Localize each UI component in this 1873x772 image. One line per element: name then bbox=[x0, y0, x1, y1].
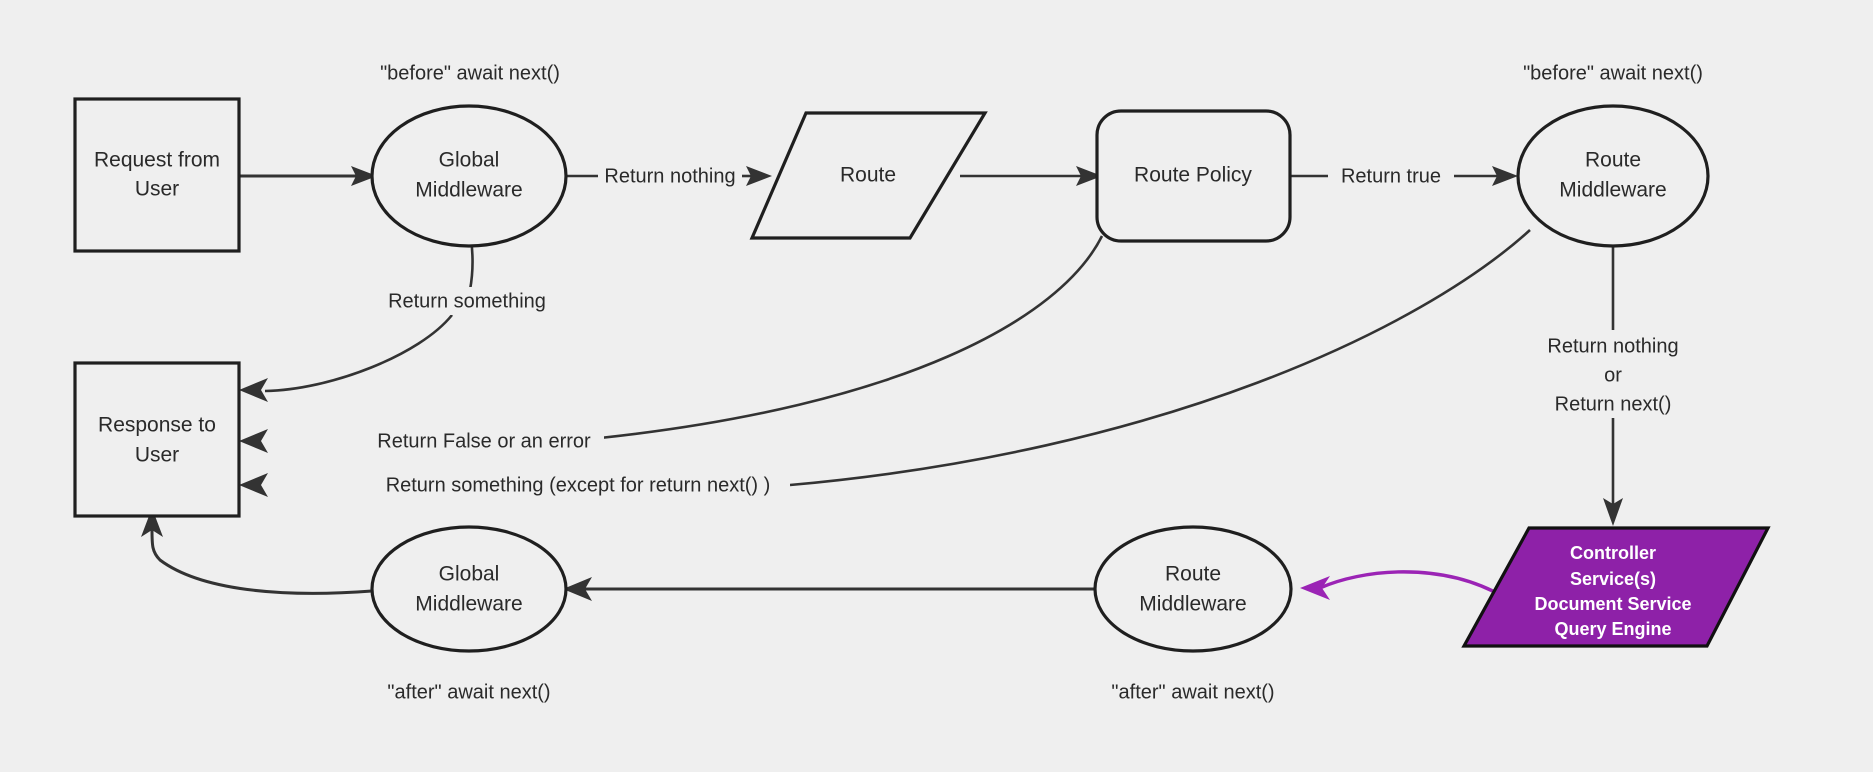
node-route-middleware-top-line1: Route bbox=[1585, 149, 1641, 172]
edge-request-to-global-middleware bbox=[239, 166, 377, 186]
edge-route-to-route-policy bbox=[960, 166, 1102, 186]
node-route-middleware-bottom-line2: Middleware bbox=[1139, 593, 1246, 616]
edge-label-return-nothing: Return nothing bbox=[598, 162, 742, 190]
node-global-middleware-bottom-line1: Global bbox=[439, 563, 500, 586]
edge-controller-to-route-middleware-bottom bbox=[1300, 570, 1505, 600]
node-controller-line2: Service(s) bbox=[1570, 569, 1656, 589]
node-route-middleware-top[interactable]: Route Middleware bbox=[1516, 104, 1710, 248]
edge-route-middleware-to-controller bbox=[1603, 233, 1623, 526]
node-controller-line1: Controller bbox=[1570, 543, 1656, 563]
svg-text:Return something (except for r: Return something (except for return next… bbox=[386, 474, 771, 496]
edge-label-return-something-except: Return something (except for return next… bbox=[366, 471, 790, 499]
annotation-after-await-next-global: "after" await next() bbox=[387, 681, 550, 703]
edge-label-return-something: Return something bbox=[365, 287, 570, 315]
annotation-before-await-next-route: "before" await next() bbox=[1523, 62, 1703, 84]
svg-text:Return something: Return something bbox=[388, 290, 546, 312]
node-controller-line3: Document Service bbox=[1534, 594, 1691, 614]
edge-route-policy-to-route-middleware bbox=[1290, 166, 1518, 186]
node-route-policy-label: Route Policy bbox=[1134, 164, 1252, 187]
svg-text:Return nothing: Return nothing bbox=[604, 165, 735, 187]
node-response-to-user[interactable]: Response to User bbox=[73, 361, 241, 518]
svg-text:or: or bbox=[1604, 364, 1622, 386]
edge-route-middleware-to-response bbox=[239, 229, 1531, 497]
node-response-to-user-line1: Response to bbox=[98, 414, 216, 437]
node-controller-line4: Query Engine bbox=[1554, 619, 1671, 639]
svg-text:Return nothing: Return nothing bbox=[1547, 335, 1678, 357]
annotation-before-await-next-global: "before" await next() bbox=[380, 62, 560, 84]
node-route[interactable]: Route bbox=[749, 111, 988, 240]
svg-text:Return true: Return true bbox=[1341, 165, 1441, 187]
node-route-middleware-bottom[interactable]: Route Middleware bbox=[1093, 525, 1293, 653]
edge-route-policy-to-response bbox=[239, 235, 1104, 453]
edge-label-return-nothing-or-next: Return nothing or Return next() bbox=[1530, 332, 1700, 418]
node-route-middleware-top-line2: Middleware bbox=[1559, 179, 1666, 202]
node-route-policy[interactable]: Route Policy bbox=[1095, 109, 1292, 243]
node-request-from-user-line1: Request from bbox=[94, 149, 220, 172]
node-global-middleware-top-line1: Global bbox=[439, 149, 500, 172]
node-global-middleware-bottom-line2: Middleware bbox=[415, 593, 522, 616]
edge-label-return-false-or-error: Return False or an error bbox=[364, 427, 604, 455]
edge-route-middleware-bottom-to-global-middleware-bottom bbox=[563, 577, 1095, 601]
node-route-middleware-bottom-line1: Route bbox=[1165, 563, 1221, 586]
edge-global-middleware-to-route bbox=[566, 166, 772, 186]
node-global-middleware-bottom[interactable]: Global Middleware bbox=[370, 525, 568, 653]
node-request-from-user[interactable]: Request from User bbox=[73, 97, 241, 253]
node-response-to-user-line2: User bbox=[135, 444, 179, 467]
annotation-after-await-next-route: "after" await next() bbox=[1111, 681, 1274, 703]
node-controller-services[interactable]: Controller Service(s) Document Service Q… bbox=[1461, 526, 1771, 648]
edge-global-middleware-bottom-to-response bbox=[141, 508, 373, 595]
node-global-middleware-top[interactable]: Global Middleware bbox=[370, 104, 568, 248]
node-global-middleware-top-line2: Middleware bbox=[415, 179, 522, 202]
edge-label-return-true: Return true bbox=[1328, 162, 1454, 190]
node-request-from-user-line2: User bbox=[135, 178, 179, 201]
node-route-label: Route bbox=[840, 164, 896, 187]
svg-text:Return next(): Return next() bbox=[1555, 393, 1672, 415]
svg-text:Return False or an error: Return False or an error bbox=[377, 430, 591, 452]
